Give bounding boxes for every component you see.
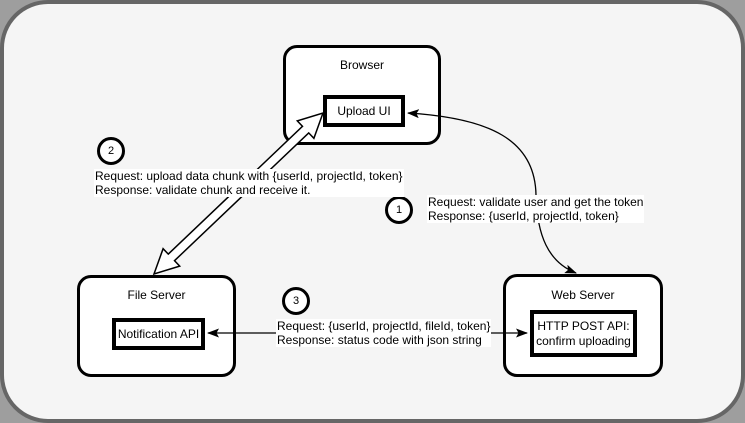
node-web-server-title: Web Server <box>551 288 615 302</box>
edge-label-1: Request: validate user and get the token… <box>427 195 645 223</box>
edge-label-2: Request: upload data chunk with {userId,… <box>94 169 404 197</box>
edge-label-3: Request: {userId, projectId, fileId, tok… <box>276 319 492 347</box>
edge-label-2-request: Request: upload data chunk with {userId,… <box>95 169 403 183</box>
component-upload-ui: Upload UI <box>323 95 405 127</box>
edge-label-3-request: Request: {userId, projectId, fileId, tok… <box>277 319 491 333</box>
edge-label-1-request: Request: validate user and get the token <box>428 195 644 209</box>
step-circle-1: 1 <box>385 196 413 224</box>
node-file-server-title: File Server <box>127 288 186 302</box>
node-browser-title: Browser <box>339 58 384 72</box>
edge-label-2-response: Response: validate chunk and receive it. <box>95 183 311 197</box>
edge-label-3-response: Response: status code with json string <box>277 333 482 347</box>
edge-label-1-response: Response: {userId, projectId, token} <box>428 209 619 223</box>
component-notification-api: Notification API <box>112 318 205 350</box>
component-http-post-api: HTTP POST API: confirm uploading <box>530 310 637 357</box>
http-post-api-line1: HTTP POST API: <box>537 318 630 333</box>
step-circle-2: 2 <box>97 137 125 165</box>
http-post-api-line2: confirm uploading <box>536 333 631 348</box>
step-circle-3: 3 <box>282 287 310 315</box>
